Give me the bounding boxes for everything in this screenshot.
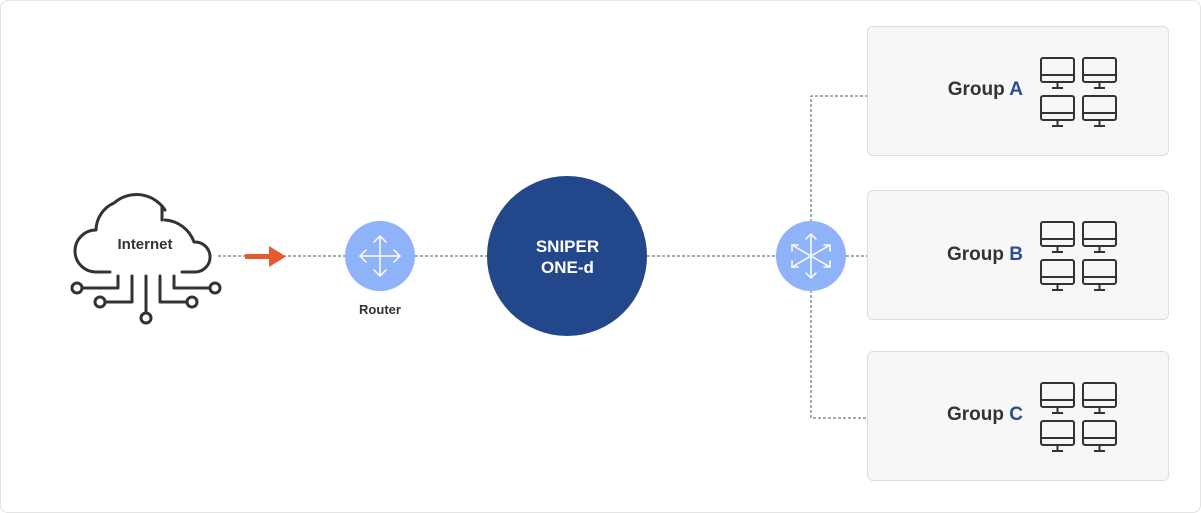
link-switch-group-a bbox=[810, 95, 867, 222]
switch-icon bbox=[776, 221, 846, 291]
monitor-icon bbox=[1082, 221, 1117, 253]
group-c-letter: C bbox=[1009, 404, 1023, 425]
monitor-icon bbox=[1040, 259, 1075, 291]
group-c-prefix: Group bbox=[946, 404, 1004, 425]
group-a-prefix: Group bbox=[947, 79, 1005, 100]
monitor-icon bbox=[1040, 420, 1075, 452]
monitor-icon bbox=[1040, 95, 1075, 127]
router-label: Router bbox=[359, 302, 401, 317]
core-node bbox=[487, 176, 647, 336]
group-a-letter: A bbox=[1009, 79, 1023, 100]
monitor-cluster-b bbox=[1040, 221, 1117, 291]
group-c-label: Group C bbox=[868, 404, 1023, 426]
group-b-box: Group B bbox=[867, 190, 1169, 320]
group-b-label: Group B bbox=[868, 244, 1023, 266]
monitor-icon bbox=[1082, 57, 1117, 89]
cloud-circuit-icon bbox=[70, 193, 222, 325]
group-a-label: Group A bbox=[868, 79, 1023, 101]
right-arrow-icon bbox=[245, 246, 286, 267]
monitor-icon bbox=[1082, 95, 1117, 127]
monitor-icon bbox=[1082, 420, 1117, 452]
core-label-line2: ONE-d bbox=[541, 258, 594, 277]
group-b-prefix: Group bbox=[946, 244, 1004, 265]
router-icon bbox=[345, 221, 415, 291]
monitor-cluster-c bbox=[1040, 382, 1117, 452]
internet-label: Internet bbox=[117, 236, 173, 253]
link-switch-group-c bbox=[810, 290, 867, 419]
monitor-icon bbox=[1040, 382, 1075, 414]
core-label: SNIPER ONE-d bbox=[488, 236, 647, 278]
group-c-box: Group C bbox=[867, 351, 1169, 481]
core-label-line1: SNIPER bbox=[535, 237, 600, 256]
monitor-icon bbox=[1040, 221, 1075, 253]
group-b-letter: B bbox=[1009, 244, 1023, 265]
monitor-icon bbox=[1082, 382, 1117, 414]
monitor-cluster-a bbox=[1040, 57, 1117, 127]
group-a-box: Group A bbox=[867, 26, 1169, 156]
monitor-icon bbox=[1040, 57, 1075, 89]
monitor-icon bbox=[1082, 259, 1117, 291]
